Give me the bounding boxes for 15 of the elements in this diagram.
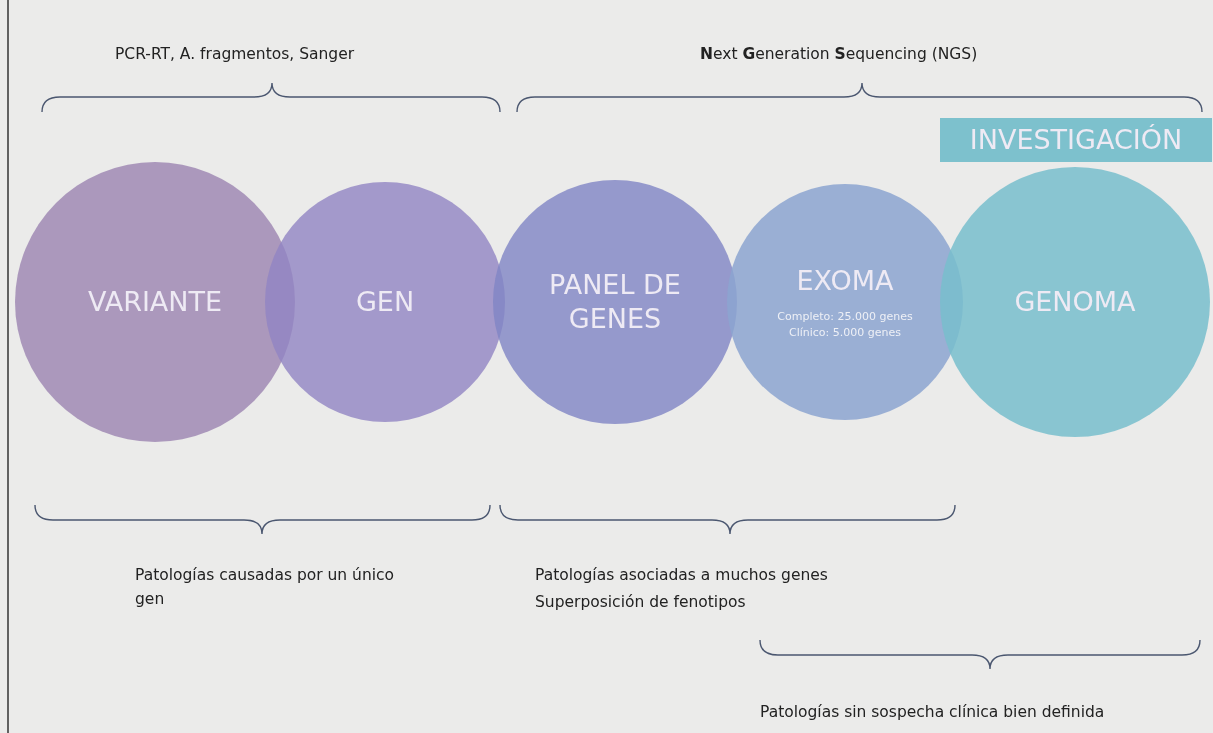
annotation-text: Patologías sin sospecha clínica bien definida	[760, 702, 1105, 723]
node-label: GEN	[355, 285, 415, 319]
node-note: Completo: 25.000 genes	[777, 309, 913, 325]
node-label: VARIANTE	[87, 285, 223, 319]
heading-band	[940, 118, 1212, 162]
node-label: GENOMA	[1014, 285, 1136, 319]
annotation-text: Superposición de fenotipos	[535, 592, 746, 613]
node-note: Clínico: 5.000 genes	[789, 324, 901, 341]
annotation-text: Patologías asociadas a muchos genes	[535, 565, 828, 586]
annotation-text: Patologías causadas por un único gen	[135, 565, 396, 610]
annotation-text: PCR-RT, A. fragmentos, Sanger	[115, 44, 355, 65]
annotation-text: Next Generation Sequencing (NGS)	[700, 44, 978, 65]
node-label: PANEL DE GENES	[548, 268, 682, 336]
node-label: INVESTIGACIÓN	[969, 123, 1183, 157]
node-label: EXOMA	[796, 263, 894, 298]
